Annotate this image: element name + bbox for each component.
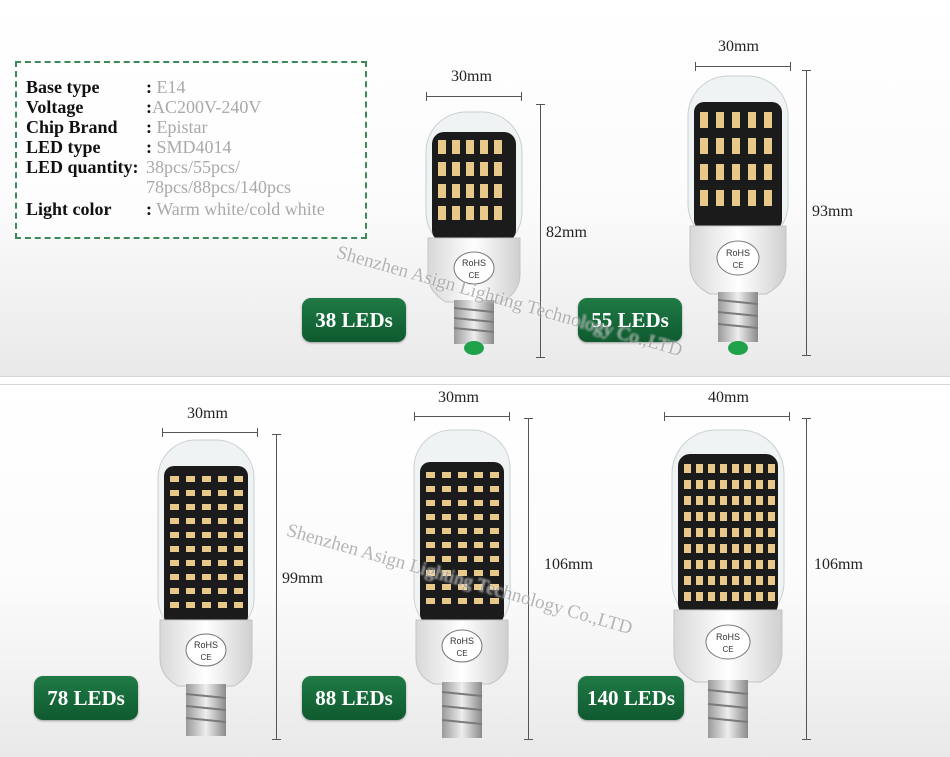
spec-label: Light color (26, 199, 112, 219)
bulb-78-leds: RoHS CE (156, 436, 256, 748)
spec-value: E14 (156, 77, 186, 97)
ce-mark: CE (456, 649, 467, 658)
bulb-38-leds: RoHS CE (424, 106, 524, 358)
width-label: 30mm (438, 389, 479, 406)
rohs-mark: RoHS (726, 248, 750, 258)
rohs-mark: RoHS (716, 632, 740, 642)
spec-value: Warm white/cold white (156, 199, 325, 219)
width-label: 30mm (451, 68, 492, 85)
width-dimension-line (162, 428, 258, 437)
height-dimension-line (524, 418, 533, 740)
width-dimension-line (664, 412, 790, 421)
ce-mark: CE (468, 271, 479, 280)
corn-bulb-image: RoHS CE (425, 111, 523, 355)
rohs-mark: RoHS (194, 640, 218, 650)
width-label: 30mm (718, 38, 759, 55)
spec-label: Chip Brand (26, 117, 118, 137)
spec-label: Base type (26, 77, 100, 97)
height-label: 106mm (814, 556, 863, 573)
height-dimension-line (802, 70, 811, 356)
ce-mark: CE (732, 261, 743, 270)
ce-mark: CE (200, 653, 211, 662)
spec-label: LED type (26, 137, 101, 157)
corn-bulb-image: RoHS CE (413, 429, 511, 738)
spec-label: Voltage (26, 97, 84, 117)
rohs-mark: RoHS (462, 258, 486, 268)
width-label: 30mm (187, 405, 228, 422)
height-label: 82mm (546, 224, 587, 241)
height-dimension-line (536, 104, 545, 358)
ce-mark: CE (722, 645, 733, 654)
rohs-mark: RoHS (450, 636, 474, 646)
led-count-badge: 88 LEDs (302, 676, 406, 720)
spec-value: Epistar (156, 117, 208, 137)
spec-value: SMD4014 (156, 137, 232, 157)
height-label: 93mm (812, 203, 853, 220)
spec-value: AC200V-240V (152, 97, 262, 117)
bulb-140-leds: RoHS CE (670, 426, 786, 748)
height-dimension-line (802, 418, 811, 740)
corn-bulb-image: RoHS CE (157, 439, 255, 736)
width-dimension-line (414, 412, 510, 421)
specification-box: Base type : E14 Voltage :AC200V-240V Chi… (15, 61, 367, 239)
led-count-badge: 55 LEDs (578, 298, 682, 342)
bulb-55-leds: RoHS CE (686, 72, 790, 362)
led-count-badge: 140 LEDs (578, 676, 684, 720)
height-label: 106mm (544, 556, 593, 573)
corn-bulb-image: RoHS CE (671, 429, 785, 738)
width-dimension-line (426, 92, 522, 101)
spec-label: LED quantity: (26, 157, 139, 177)
height-label: 99mm (282, 570, 323, 587)
spec-value: 38pcs/55pcs/ (146, 157, 240, 177)
spec-value: 78pcs/88pcs/140pcs (146, 177, 291, 197)
width-dimension-line (695, 62, 791, 71)
led-count-badge: 38 LEDs (302, 298, 406, 342)
height-dimension-line (272, 434, 281, 740)
corn-bulb-image: RoHS CE (687, 75, 789, 355)
width-label: 40mm (708, 389, 749, 406)
bulb-88-leds: RoHS CE (412, 426, 512, 748)
led-count-badge: 78 LEDs (34, 676, 138, 720)
